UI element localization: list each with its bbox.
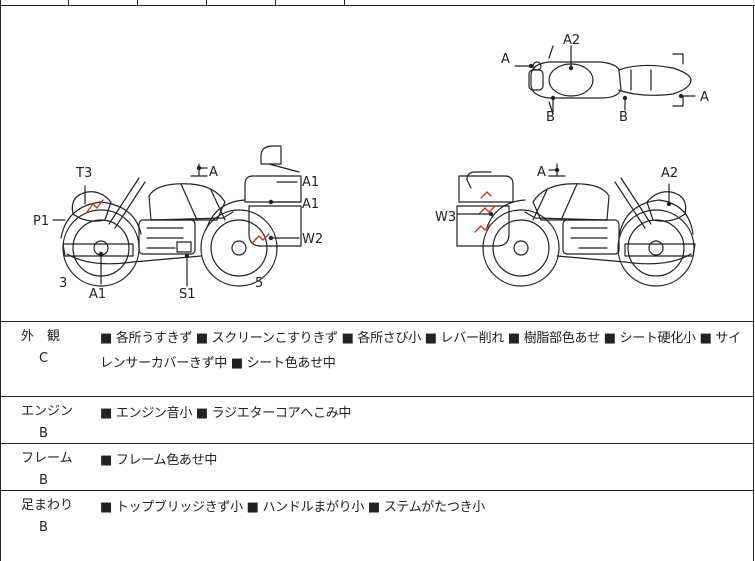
label-top-a2: A2 xyxy=(563,33,580,48)
section-grade: B xyxy=(39,426,48,441)
label-a1-screen: A1 xyxy=(302,175,319,190)
label-3: 3 xyxy=(59,276,67,291)
section-name: エンジン xyxy=(21,404,74,419)
motorcycle-top-view xyxy=(514,45,696,115)
section-grade: B xyxy=(39,520,48,535)
label-a-mirror-right: A xyxy=(537,165,546,180)
label-w2: W2 xyxy=(302,232,323,247)
label-top-a-right: A xyxy=(700,90,709,105)
label-5: 5 xyxy=(255,276,263,291)
label-t3: T3 xyxy=(75,166,92,181)
label-p1: P1 xyxy=(33,214,49,229)
label-a-mirror: A xyxy=(209,165,218,180)
motorcycle-damage-diagram: T3 P1 A A1 A1 W2 3 A1 S1 5 xyxy=(0,6,754,321)
section-grade: C xyxy=(39,351,49,366)
table-header-row-partial xyxy=(0,0,755,6)
motorcycle-right-side-view xyxy=(456,163,696,287)
label-a1-side: A1 xyxy=(302,197,319,212)
section-notes: ■ フレーム色あせ中 xyxy=(100,453,218,468)
section-engine: エンジン B ■ エンジン音小 ■ ラジエターコアへこみ中 xyxy=(0,396,754,443)
section-exterior: 外 観 C ■ 各所うすきず ■ スクリーンこすりきず ■ 各所さび小 ■ レバ… xyxy=(0,321,754,396)
section-suspension: 足まわり B ■ トップブリッジきず小 ■ ハンドルまがり小 ■ ステムがたつき… xyxy=(0,490,754,561)
section-name: 外 観 xyxy=(21,329,61,344)
label-a2-right: A2 xyxy=(661,166,678,181)
label-w3: W3 xyxy=(435,210,456,225)
label-top-b-right: B xyxy=(619,110,628,125)
section-name: 足まわり xyxy=(21,498,74,513)
label-top-b-left: B xyxy=(546,110,555,125)
label-s1: S1 xyxy=(179,287,196,302)
label-a1-bottom: A1 xyxy=(89,287,106,302)
section-notes: ■ 各所うすきず ■ スクリーンこすりきず ■ 各所さび小 ■ レバー削れ ■ … xyxy=(100,331,741,371)
label-top-a-left: A xyxy=(501,52,510,67)
motorcycle-left-side-view xyxy=(52,145,302,287)
section-notes: ■ トップブリッジきず小 ■ ハンドルまがり小 ■ ステムがたつき小 xyxy=(100,500,485,515)
section-name: フレーム xyxy=(21,451,73,466)
section-notes: ■ エンジン音小 ■ ラジエターコアへこみ中 xyxy=(100,406,352,421)
section-grade: B xyxy=(39,473,48,488)
section-frame: フレーム B ■ フレーム色あせ中 xyxy=(0,443,754,490)
